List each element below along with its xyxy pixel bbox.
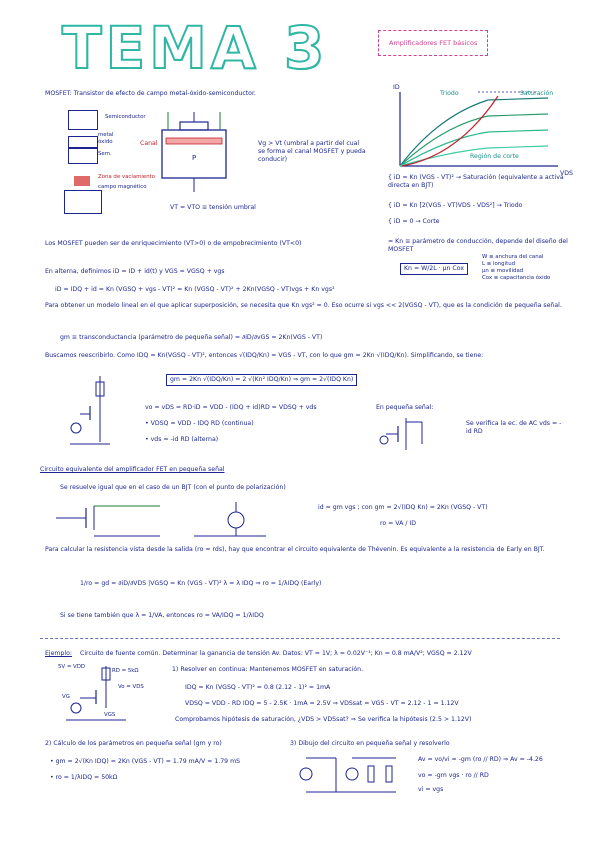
- step3-text: 3) Dibujo del circuito en pequeña señal …: [290, 740, 450, 747]
- lambda-text: Si se tiene también que λ = 1/VA, entonc…: [60, 612, 264, 619]
- example-vdd: 5V = VDD: [58, 664, 86, 670]
- graph-axis-id: ID: [393, 84, 400, 91]
- gm-result-box: gm = 2Kn √(IDQ/Kn) = 2 √(Kn² IDQ/Kn) ⇒ g…: [166, 374, 358, 386]
- kn-definition: = Kn ≡ parámetro de conducción, depende …: [388, 238, 568, 253]
- ro-equation: ro = VA / ID: [380, 520, 416, 527]
- id-equation: id = gm vgs ; con gm = 2√(IDQ Kn) = 2Kn …: [318, 504, 488, 511]
- vdsq-calc: VDSQ = VDD - RD IDQ = 5 - 2.5K · 1mA = 2…: [185, 700, 459, 707]
- eq-saturation: { iD = Kn (VGS - VT)² → Saturación (equi…: [388, 174, 564, 189]
- example-label: Ejemplo:: [45, 650, 72, 657]
- step2-text: 2) Cálculo de los parámetros en pequeña …: [45, 740, 222, 747]
- equivalent-circuit-2: [194, 502, 266, 537]
- equivalent-heading: Circuito equivalente del amplificador FE…: [40, 466, 225, 473]
- small-signal-circuit: [379, 418, 423, 450]
- layer-label-depletion: Zona de vaciamiento: [98, 174, 156, 180]
- graph-label-saturacion: Saturación: [520, 90, 554, 97]
- mosfet-structure-diagram: P: [161, 112, 227, 192]
- example-rd: RD = 5kΩ: [112, 668, 139, 674]
- gm-value: • gm = 2√(Kn IDQ) = 2Kn (VGS - VT) = 1.7…: [50, 758, 241, 765]
- vi-result: vi = vgs: [418, 786, 444, 793]
- idq-calc: IDQ = Kn (VGSQ - VT)² = 0.8 (2.12 - 1)² …: [185, 684, 331, 691]
- rewrite-text: Buscamos reescribirlo. Como IDQ = Kn(VGS…: [45, 352, 484, 359]
- ro-calc-text: Para calcular la resistencia vista desde…: [45, 546, 545, 553]
- equivalent-resolve: Se resuelve igual que en el caso de un B…: [60, 484, 286, 491]
- subtitle-box: Amplificadores FET básicos: [378, 30, 489, 56]
- graph-label-corte: Región de corte: [470, 153, 519, 160]
- threshold-note: Vg > Vt (umbral a partir del cual se for…: [258, 140, 366, 163]
- enrich-text: Los MOSFET pueden ser de enriquecimiento…: [45, 240, 302, 247]
- iv-characteristic-graph: [399, 91, 558, 167]
- example-vgs: VGS: [104, 712, 116, 718]
- layer-p-bottom: [64, 190, 102, 214]
- gm-definition: gm ≡ transconductancia (parámetro de peq…: [60, 334, 323, 341]
- channel-label: Canal: [140, 140, 158, 147]
- expansion-eq: iD = IDQ + id = Kn (VGSQ + vgs - VT)² = …: [55, 286, 335, 293]
- small-signal-label: En pequeña señal:: [376, 404, 434, 411]
- example-vg: VG: [62, 694, 70, 700]
- graph-label-triodo: Triodo: [440, 90, 459, 97]
- layer-p-top: [68, 110, 98, 130]
- av-result: Av = vo/vi = -gm (ro // RD) ⇒ Av = -4.26: [418, 756, 543, 763]
- example-vo: Vo = VDS: [118, 684, 144, 690]
- equivalent-circuit-1: [56, 505, 160, 537]
- vo-equation: vo = vDS = RD·iD = VDD - (IDQ + id)RD = …: [145, 404, 317, 411]
- subtitle-text: Amplificadores FET básicos: [389, 39, 478, 47]
- divider: [40, 638, 560, 639]
- layer-label-metal: metal: [98, 132, 114, 138]
- eq-corte: { iD = 0 → Corte: [388, 218, 440, 225]
- layer-depletion: [74, 176, 90, 186]
- page-title: TEMA 3: [61, 13, 329, 83]
- linear-text: Para obtener un modelo lineal en el que …: [45, 302, 562, 309]
- layer-label-field: campo magnético: [98, 184, 147, 190]
- alternate-text: En alterna, definimos iD = ID + id(t) y …: [45, 268, 225, 275]
- threshold-definition: VT = VTO ≡ tensión umbral: [170, 204, 256, 211]
- vo-result: vo = -gm vgs · ro // RD: [418, 772, 489, 779]
- mosfet-definition: MOSFET: Transistor de efecto de campo me…: [45, 90, 256, 97]
- saturation-check: Comprobamos hipótesis de saturación, ¿VD…: [175, 716, 472, 723]
- example-statement: Circuito de fuente común. Determinar la …: [80, 650, 472, 657]
- layer-diagram: Semiconductor metal óxido Sem. Zona de v…: [60, 104, 180, 224]
- kn-w: W ≡ anchura del canal: [482, 254, 544, 260]
- layer-label-sem: Sem.: [98, 151, 112, 157]
- example-small-signal-circuit: [299, 757, 396, 793]
- eq-triodo: { iD = Kn [2(VGS - VT)VDS - VDS²] → Trio…: [388, 202, 523, 209]
- verify-ac: Se verifica la ec. de AC vds = -id RD: [466, 420, 562, 435]
- vds-alterna: • vds = -id RD (alterna): [145, 436, 219, 443]
- common-source-circuit: [70, 376, 110, 445]
- mosfet-p-label: P: [192, 154, 196, 162]
- layer-sem: [68, 148, 98, 164]
- layer-metal: [68, 136, 98, 148]
- vdsq-continua: • VDSQ = VDD - IDQ RD (continua): [145, 420, 254, 427]
- example-circuit: [66, 666, 126, 721]
- kn-l: L ≡ longitud: [482, 261, 516, 267]
- step1-text: 1) Resolver en continua: Mantenemos MOSF…: [172, 666, 364, 673]
- ro-value: • ro = 1/λIDQ = 50kΩ: [50, 774, 118, 781]
- graph-axis-vds: VDS: [560, 170, 573, 177]
- ro-formula: 1/ro = gd = ∂iD/∂VDS |VGSQ = Kn (VGS - V…: [80, 580, 322, 587]
- kn-mu: μn ≡ movilidad: [482, 268, 524, 274]
- layer-label-semiconductor: Semiconductor: [105, 114, 146, 120]
- kn-formula-box: Kn = W/2L · μn Cox: [400, 263, 468, 275]
- layer-label-oxide: óxido: [98, 139, 113, 145]
- kn-cox: Cox ≡ capacitancia óxido: [482, 275, 551, 281]
